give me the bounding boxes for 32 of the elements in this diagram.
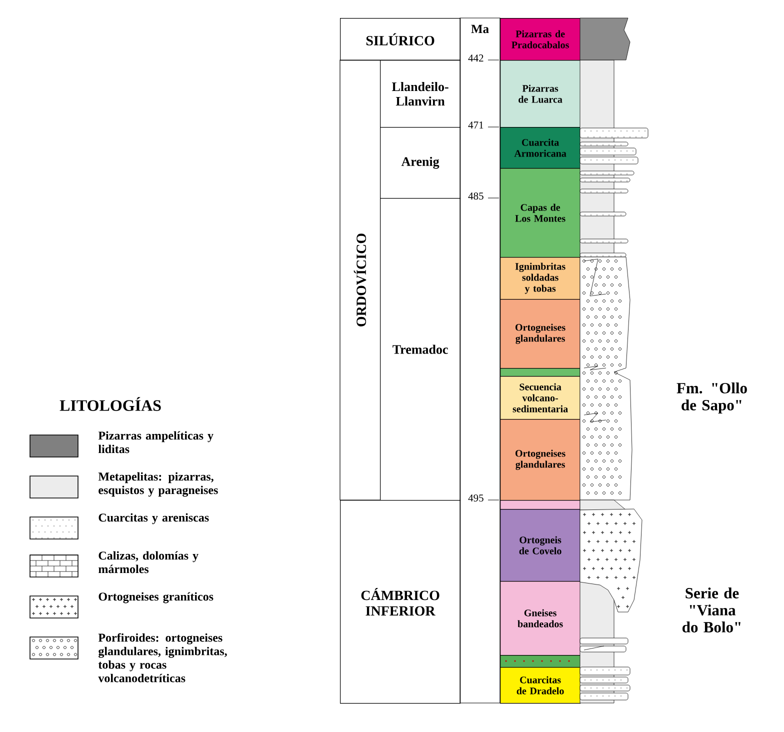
epoch-box: Llandeilo-Llanvirn bbox=[380, 60, 461, 128]
formation-box: Cuarcita Armoricana bbox=[500, 127, 581, 169]
formation-box: Ortogneis de Covelo bbox=[500, 509, 581, 582]
column-header: Ma bbox=[471, 24, 489, 34]
formation-box: Pizarras de Luarca bbox=[500, 60, 581, 128]
formation-bar bbox=[500, 500, 581, 510]
formation-box: Ortogneises glandulares bbox=[500, 299, 581, 369]
age-label: 471 bbox=[468, 122, 484, 128]
age-label: 485 bbox=[468, 192, 484, 200]
epoch-box: Arenig bbox=[380, 127, 461, 199]
legend-title: LITOLOGÍAS bbox=[60, 397, 161, 411]
legend-text: Porfiroides: ortogneises glandulares, ignimbritas, tobas y rocas volcanodetríticas bbox=[98, 633, 227, 682]
formation-box: Cuarcitas de Dradelo bbox=[500, 667, 581, 704]
formation-box: Gneises bandeados bbox=[500, 581, 581, 656]
legend-text: Pizarras ampelíticas y liditas bbox=[98, 431, 214, 454]
period-box: CÁMBRICO INFERIOR bbox=[340, 500, 461, 704]
formation-box: Pizarras de Pradocabalos bbox=[500, 18, 581, 61]
formation-box: Ortogneises glandulares bbox=[500, 419, 581, 501]
formation-box: Ignimbritas soldadas y tobas bbox=[500, 257, 581, 300]
formation-box: Secuencia volcano-sedimentaria bbox=[500, 376, 581, 420]
age-label: 495 bbox=[468, 494, 484, 502]
formation-bar bbox=[500, 368, 581, 377]
formation-bar bbox=[500, 655, 581, 668]
formation-label: Fm. "Ollo de Sapo" bbox=[676, 382, 747, 414]
formation-label: Serie de "Viana do Bolo" bbox=[682, 588, 740, 632]
period-box: SILÚRICO bbox=[340, 18, 461, 61]
formation-box: Capas de Los Montes bbox=[500, 168, 581, 258]
age-label: 442 bbox=[468, 54, 484, 62]
legend-text: Calizas, dolomías y mármoles bbox=[98, 551, 198, 574]
legend-text: Metapelitas: pizarras, esquistos y paragneises bbox=[98, 472, 218, 497]
legend-text: Ortogneises graníticos bbox=[98, 592, 214, 604]
legend-text: Cuarcitas y areniscas bbox=[98, 513, 209, 524]
